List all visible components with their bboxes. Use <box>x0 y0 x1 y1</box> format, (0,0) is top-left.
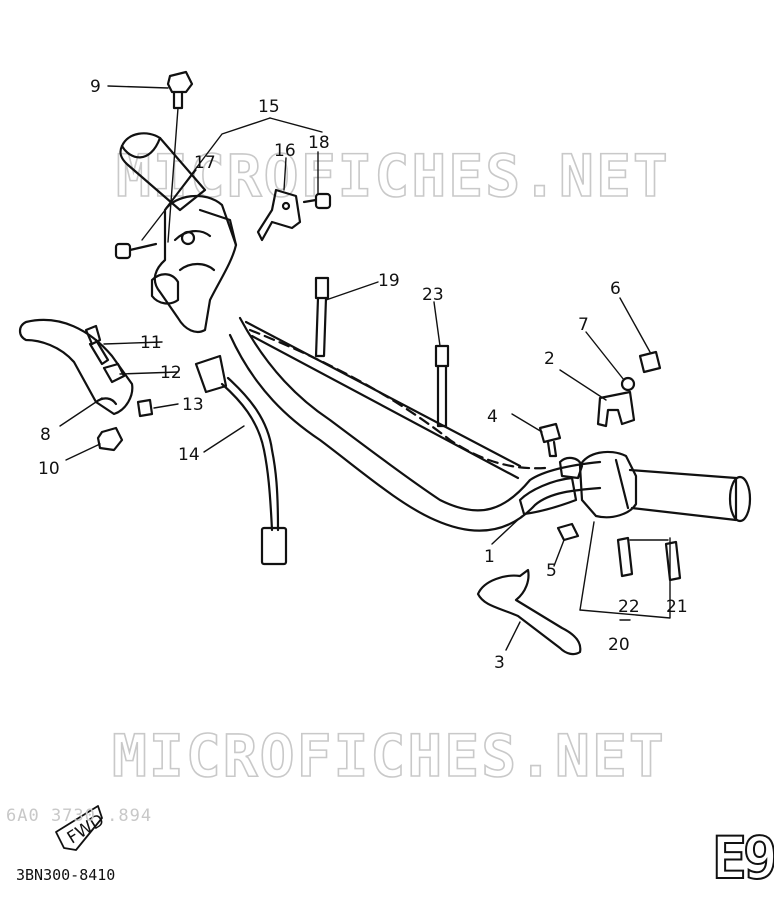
cable-tie-19 <box>314 276 330 358</box>
callout-11: 11 <box>140 333 162 353</box>
part-code: 3BN300-8410 <box>16 866 116 884</box>
right-lever-3 <box>476 568 582 656</box>
callout-6: 6 <box>610 279 621 299</box>
right-switch-grip-20 <box>578 450 752 523</box>
callout-16: 16 <box>274 141 296 161</box>
screw-21 <box>664 540 682 582</box>
callout-19: 19 <box>378 271 400 291</box>
bracket-2 <box>596 390 636 428</box>
callout-12: 12 <box>160 363 182 383</box>
callout-3: 3 <box>494 653 505 673</box>
callout-7: 7 <box>578 315 589 335</box>
callout-8: 8 <box>40 425 51 445</box>
lever-holder-1 <box>518 456 584 516</box>
washer-7 <box>620 376 636 392</box>
switch-cable-14 <box>194 354 288 566</box>
callout-10: 10 <box>38 459 60 479</box>
callout-14: 14 <box>178 445 200 465</box>
callout-22: 22 <box>618 597 640 617</box>
fwd-arrow-icon <box>55 805 103 851</box>
callout-18: 18 <box>308 133 330 153</box>
callout-15: 15 <box>258 97 280 117</box>
callout-9: 9 <box>90 77 101 97</box>
watermark-bottom: MICROFICHES.NET <box>112 722 666 790</box>
callout-4: 4 <box>487 407 498 427</box>
bolt-11 <box>84 324 110 366</box>
screw-17 <box>114 242 158 260</box>
nut-10 <box>96 426 124 452</box>
callout-13: 13 <box>182 395 204 415</box>
screw-18 <box>302 192 332 210</box>
callout-23: 23 <box>422 285 444 305</box>
left-lever-8 <box>18 318 134 416</box>
callout-17: 17 <box>194 153 216 173</box>
faded-code: 6A0 3730 .894 <box>6 806 153 826</box>
handlebar <box>228 316 602 532</box>
callout-1: 1 <box>484 547 495 567</box>
nut-5 <box>556 522 580 542</box>
nut-12 <box>102 362 126 384</box>
callout-21: 21 <box>666 597 688 617</box>
bolt-4 <box>538 422 562 458</box>
bolt-9 <box>166 70 194 110</box>
screw-13 <box>136 398 154 418</box>
leader-lines <box>59 85 671 651</box>
callout-labels: 1 2 3 4 5 6 7 8 9 10 11 12 13 14 15 16 1… <box>38 77 688 673</box>
page-code: E9 <box>711 823 774 893</box>
screw-6 <box>638 350 662 374</box>
callout-20: 20 <box>608 635 630 655</box>
callout-2: 2 <box>544 349 555 369</box>
screw-22 <box>616 536 634 578</box>
cable-tie-23 <box>434 344 450 428</box>
switch-bracket-16 <box>256 188 302 242</box>
left-grip-assembly <box>119 132 238 334</box>
callout-5: 5 <box>546 561 557 581</box>
